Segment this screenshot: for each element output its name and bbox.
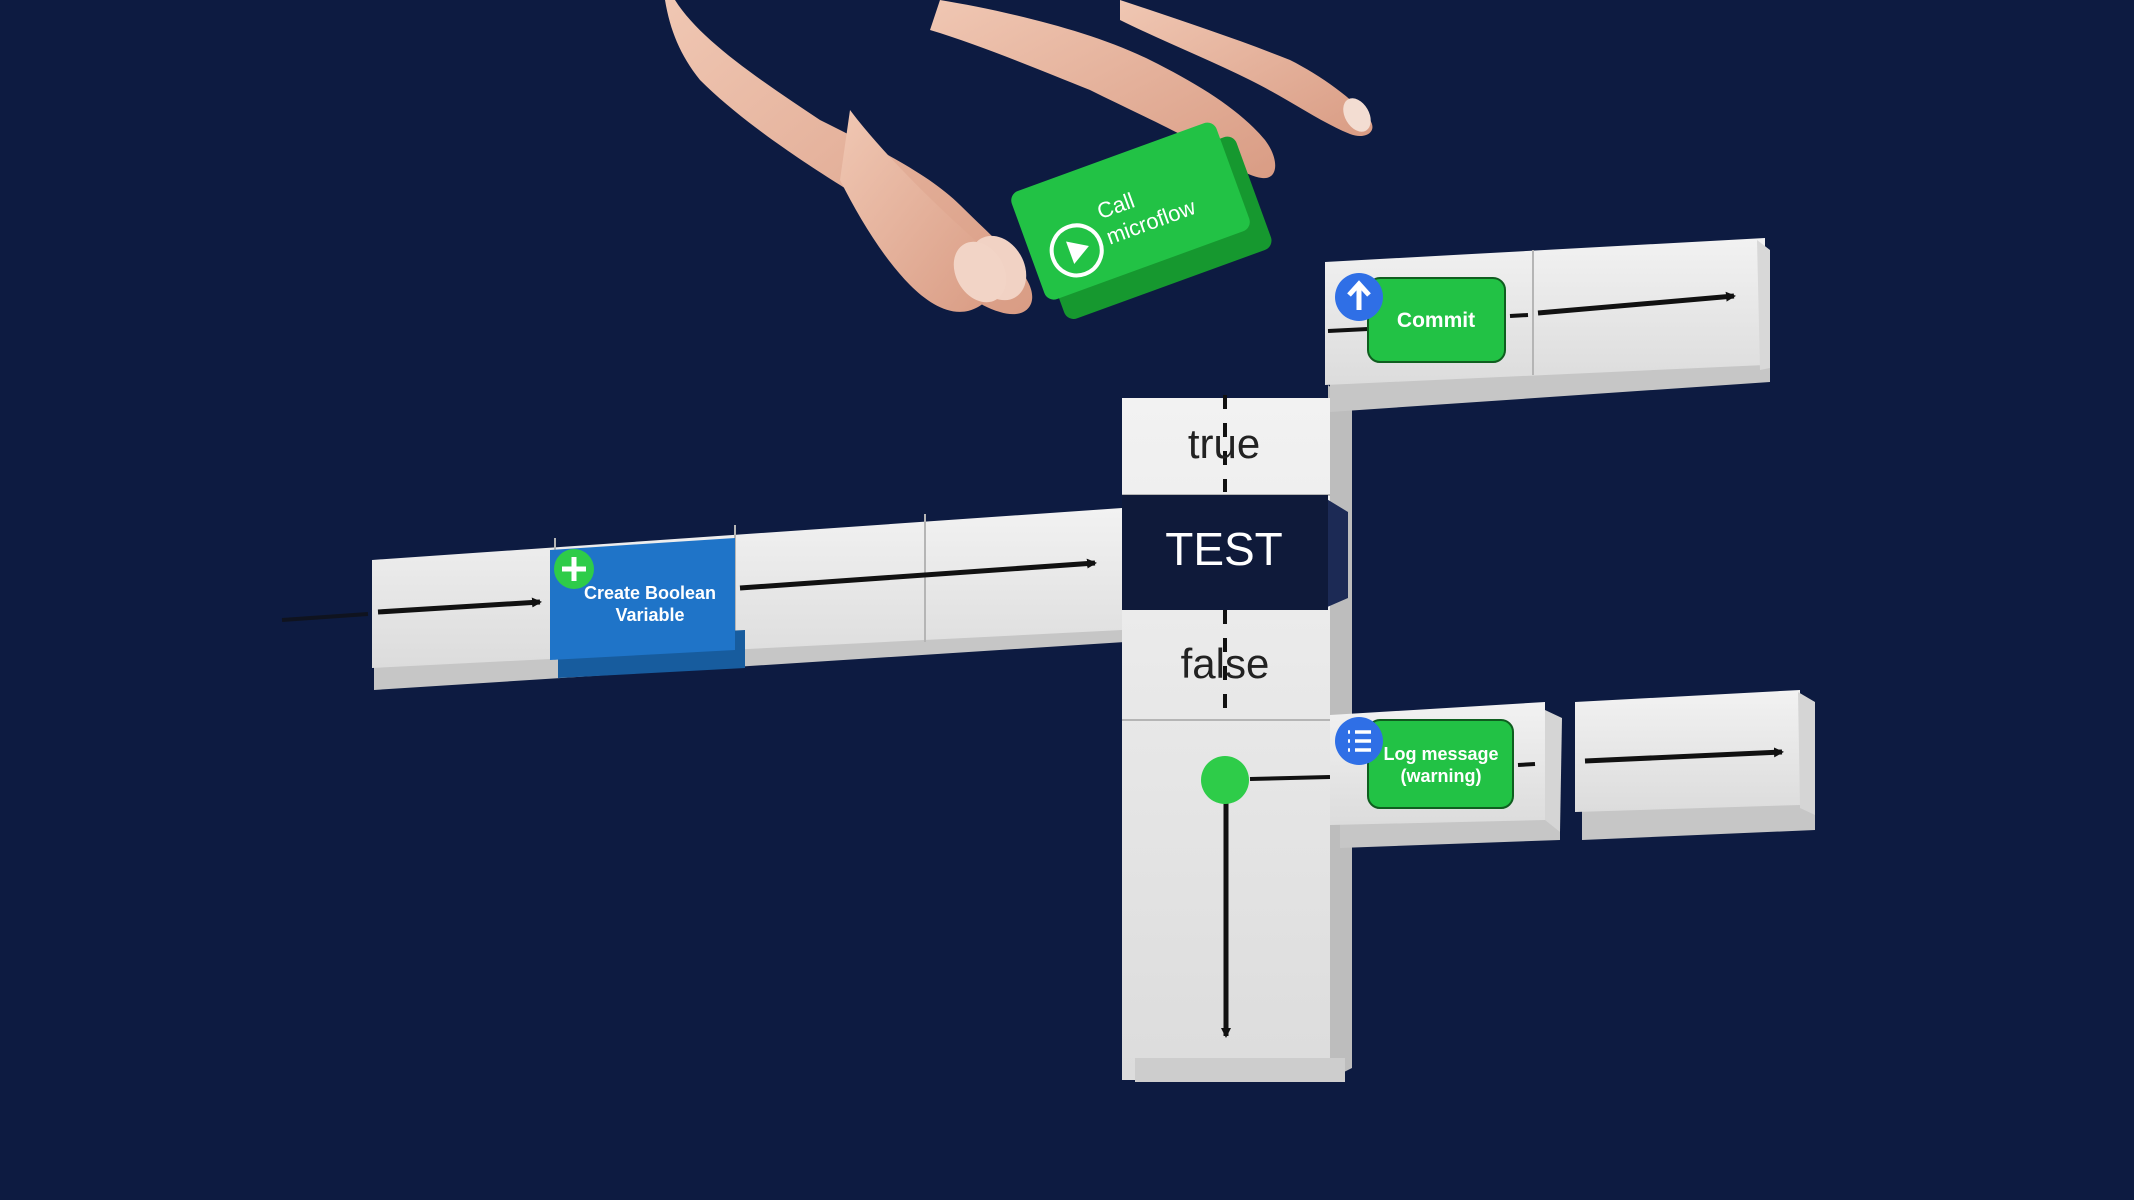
- play-icon: [1049, 223, 1104, 278]
- log-message-label-line1: Log message: [1383, 744, 1498, 764]
- call-microflow-block[interactable]: Call microflow: [1008, 115, 1274, 326]
- decision-test-block[interactable]: TEST: [1122, 495, 1348, 610]
- merge-dot: [1201, 756, 1249, 804]
- commit-label: Commit: [1397, 309, 1475, 332]
- flow-arrow-false: [1584, 747, 1784, 764]
- decision-label: TEST: [1165, 523, 1283, 575]
- log-message-label-line2: (warning): [1401, 766, 1482, 786]
- flow-arrow-to-decision: [739, 558, 1097, 591]
- create-boolean-variable-activity[interactable]: Create Boolean Variable: [550, 538, 745, 678]
- false-label: false: [1181, 640, 1270, 687]
- commit-activity[interactable]: Commit: [1335, 273, 1506, 363]
- flow-arrow-start: [377, 597, 542, 615]
- flow-arrow-true: [1537, 291, 1736, 316]
- hand: [665, 0, 1373, 315]
- log-message-activity[interactable]: Log message (warning): [1335, 717, 1514, 809]
- create-variable-label-line2: Variable: [615, 605, 684, 625]
- decision-column: true false: [1122, 385, 1352, 1082]
- true-label: true: [1188, 420, 1260, 467]
- create-variable-label-line1: Create Boolean: [584, 583, 716, 603]
- end-block: [1575, 690, 1815, 840]
